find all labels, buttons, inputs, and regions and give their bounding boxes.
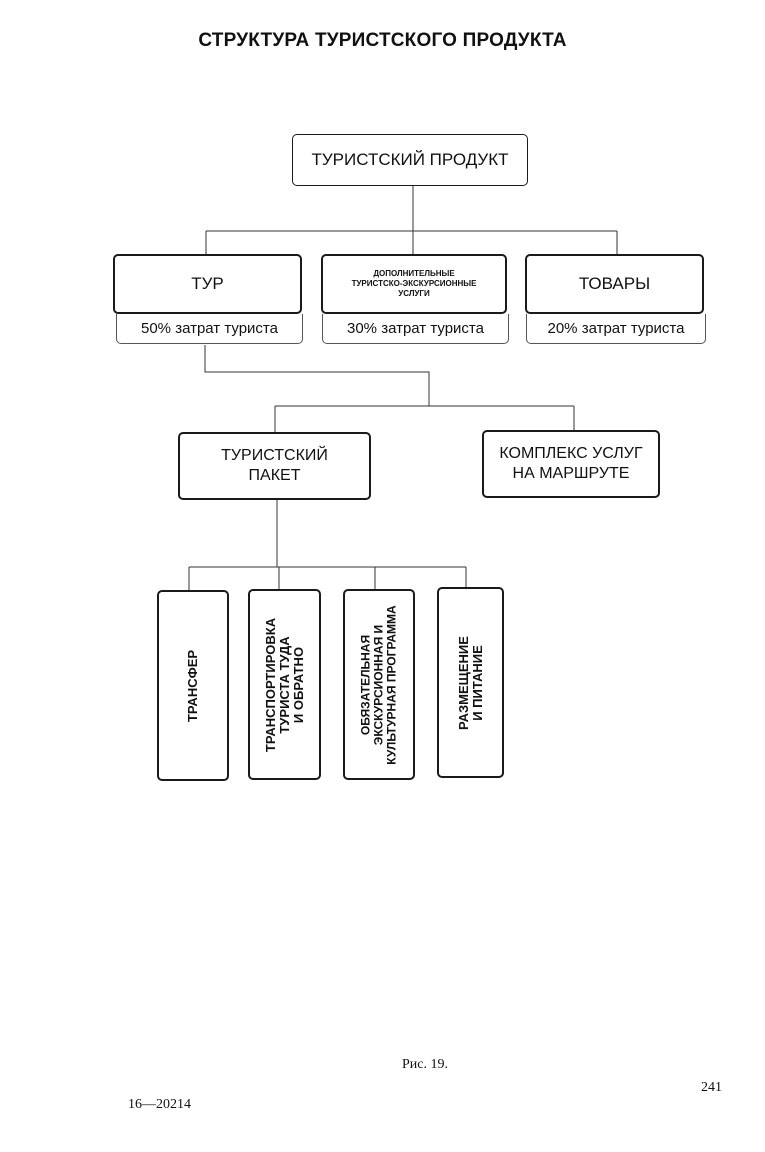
node-transfer-label: ТРАНСФЕР	[185, 649, 200, 722]
page-number: 241	[701, 1080, 722, 1095]
node-excursion-program: ОБЯЗАТЕЛЬНАЯ ЭКСКУРСИОННАЯ И КУЛЬТУРНАЯ …	[343, 589, 415, 780]
tour-cost-share: 50% затрат туриста	[116, 314, 303, 344]
node-extra-services: ДОПОЛНИТЕЛЬНЫЕ ТУРИСТСКО-ЭКСКУРСИОННЫЕ У…	[321, 254, 507, 314]
connector-tour-down	[204, 345, 430, 406]
node-tour: ТУР	[113, 254, 302, 314]
node-transfer: ТРАНСФЕР	[157, 590, 229, 781]
node-route-services: КОМПЛЕКС УСЛУГ НА МАРШРУТЕ	[482, 430, 660, 498]
node-tourist-package-label: ТУРИСТСКИЙ ПАКЕТ	[221, 447, 328, 484]
node-goods-label: ТОВАРЫ	[578, 274, 651, 293]
goods-cost-label: 20% затрат туриста	[547, 320, 685, 337]
node-extra-services-label: ДОПОЛНИТЕЛЬНЫЕ ТУРИСТСКО-ЭКСКУРСИОННЫЕ У…	[351, 269, 477, 298]
node-tourist-product-label: ТУРИСТСКИЙ ПРОДУКТ	[311, 150, 509, 169]
node-accommodation-label: РАЗМЕЩЕНИЕ И ПИТАНИЕ	[455, 635, 485, 730]
node-transport: ТРАНСПОРТИРОВКА ТУРИСТА ТУДА И ОБРАТНО	[248, 589, 321, 780]
print-code: 16—20214	[128, 1097, 191, 1112]
node-accommodation: РАЗМЕЩЕНИЕ И ПИТАНИЕ	[437, 587, 504, 778]
diagram-title: СТРУКТУРА ТУРИСТСКОГО ПРОДУКТА	[198, 30, 567, 51]
node-tourist-package: ТУРИСТСКИЙ ПАКЕТ	[178, 432, 371, 500]
node-transport-label: ТРАНСПОРТИРОВКА ТУРИСТА ТУДА И ОБРАТНО	[262, 617, 306, 752]
node-goods: ТОВАРЫ	[525, 254, 704, 314]
tour-cost-label: 50% затрат туриста	[141, 320, 278, 337]
node-tourist-product: ТУРИСТСКИЙ ПРОДУКТ	[292, 134, 528, 186]
figure-caption: Рис. 19.	[402, 1057, 448, 1072]
node-route-services-label: КОМПЛЕКС УСЛУГ НА МАРШРУТЕ	[499, 445, 643, 482]
extra-services-cost-share: 30% затрат туриста	[322, 314, 509, 344]
goods-cost-share: 20% затрат туриста	[526, 314, 706, 344]
node-tour-label: ТУР	[191, 274, 224, 293]
extra-services-cost-label: 30% затрат туриста	[347, 320, 484, 337]
node-excursion-program-label: ОБЯЗАТЕЛЬНАЯ ЭКСКУРСИОННАЯ И КУЛЬТУРНАЯ …	[358, 604, 399, 765]
